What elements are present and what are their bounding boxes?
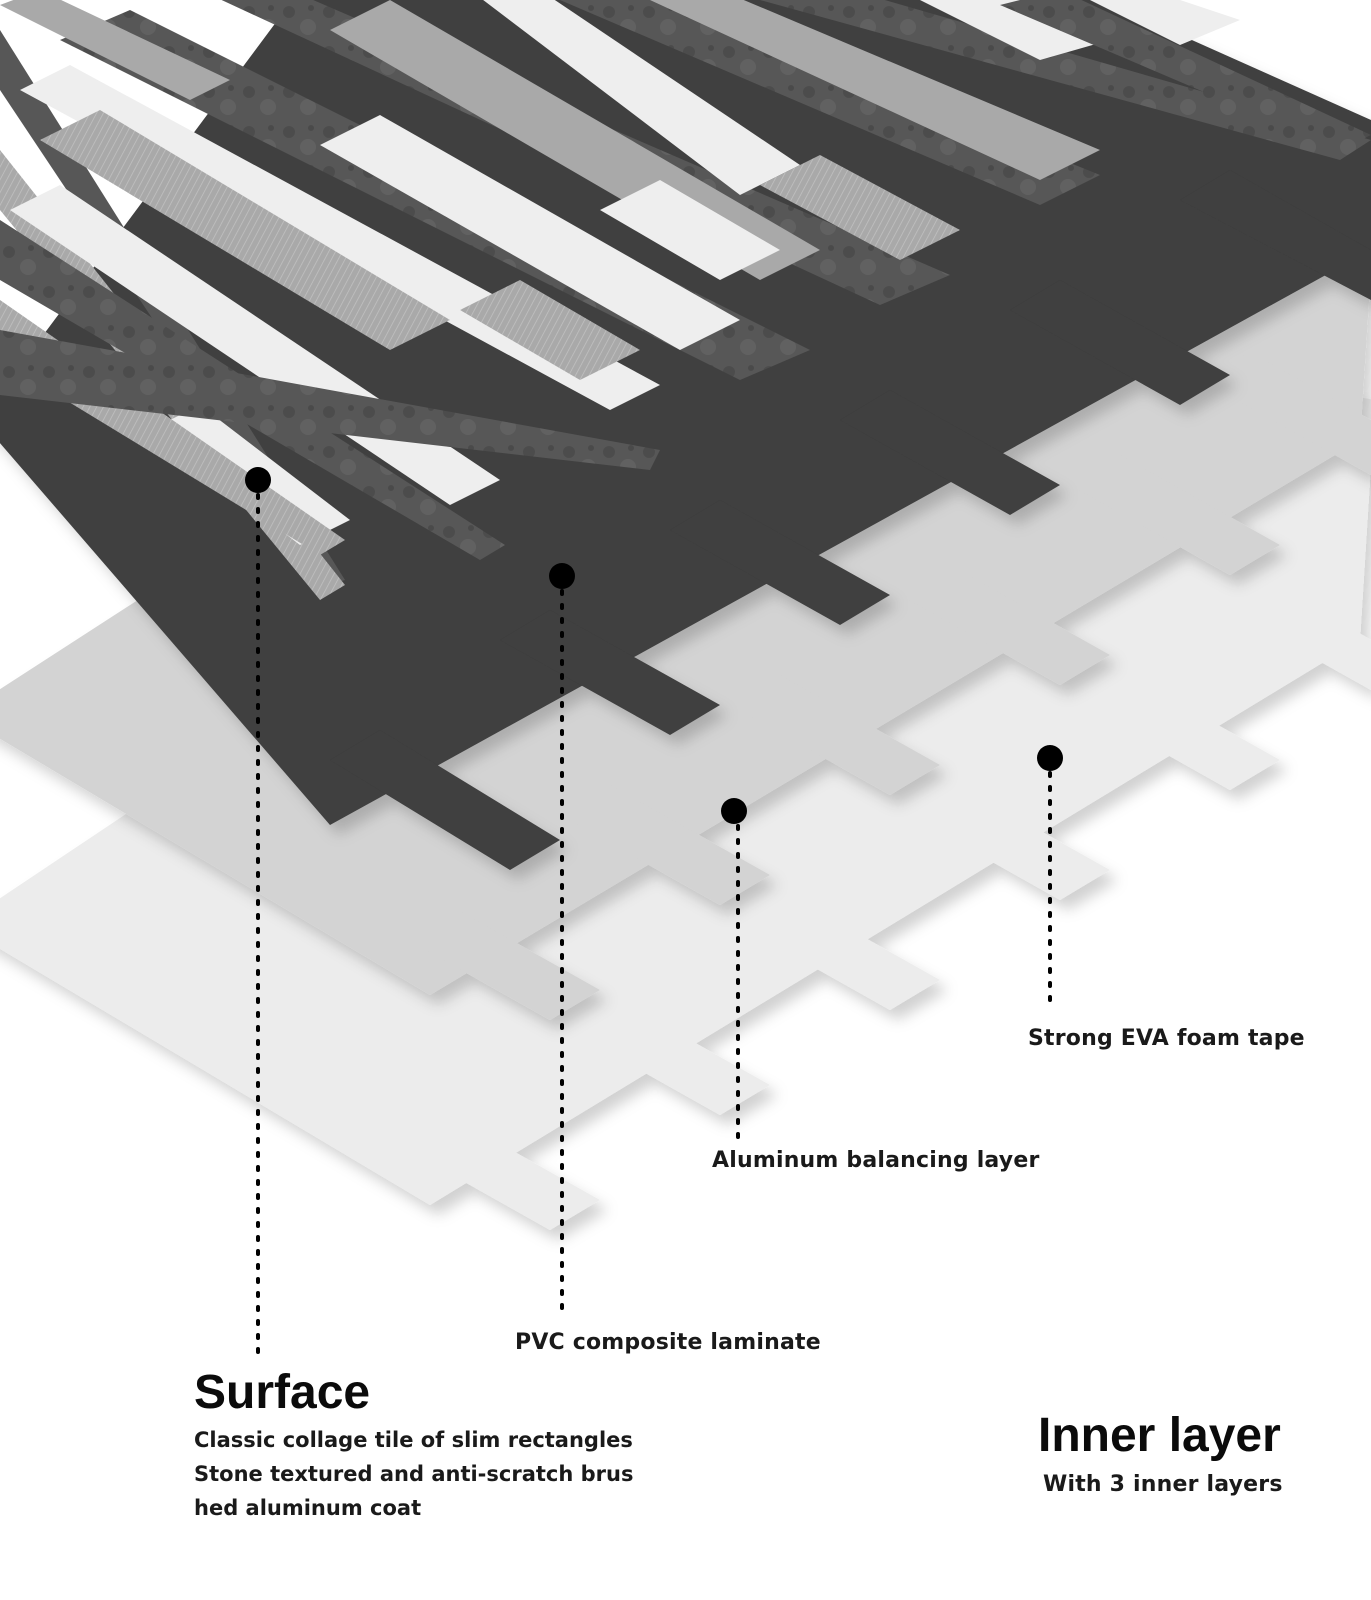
foam-marker — [1037, 745, 1063, 771]
surface-description-line: Stone textured and anti-scratch brus — [194, 1462, 634, 1486]
surface-description-line: Classic collage tile of slim rectangles — [194, 1428, 633, 1452]
surface-tile-strips — [0, 0, 1371, 600]
callout-foam — [1037, 745, 1063, 1010]
callout-surface — [245, 467, 271, 1362]
pvc-laminate-label: PVC composite laminate — [515, 1330, 821, 1355]
callout-pvc — [549, 563, 575, 1320]
surface-description-line: hed aluminum coat — [194, 1496, 422, 1520]
aluminum-marker — [721, 798, 747, 824]
pvc-marker — [549, 563, 575, 589]
aluminum-layer-label: Aluminum balancing layer — [712, 1148, 1040, 1173]
inner-layer-subheading: With 3 inner layers — [1043, 1472, 1283, 1497]
foam-tape-label: Strong EVA foam tape — [1028, 1026, 1305, 1051]
surface-marker — [245, 467, 271, 493]
inner-layer-heading: Inner layer — [1038, 1409, 1281, 1462]
surface-description: Classic collage tile of slim rectangles … — [194, 1423, 633, 1525]
surface-heading: Surface — [194, 1366, 371, 1419]
pvc-laminate-layer — [0, 0, 1371, 870]
callout-aluminum — [721, 798, 747, 1142]
